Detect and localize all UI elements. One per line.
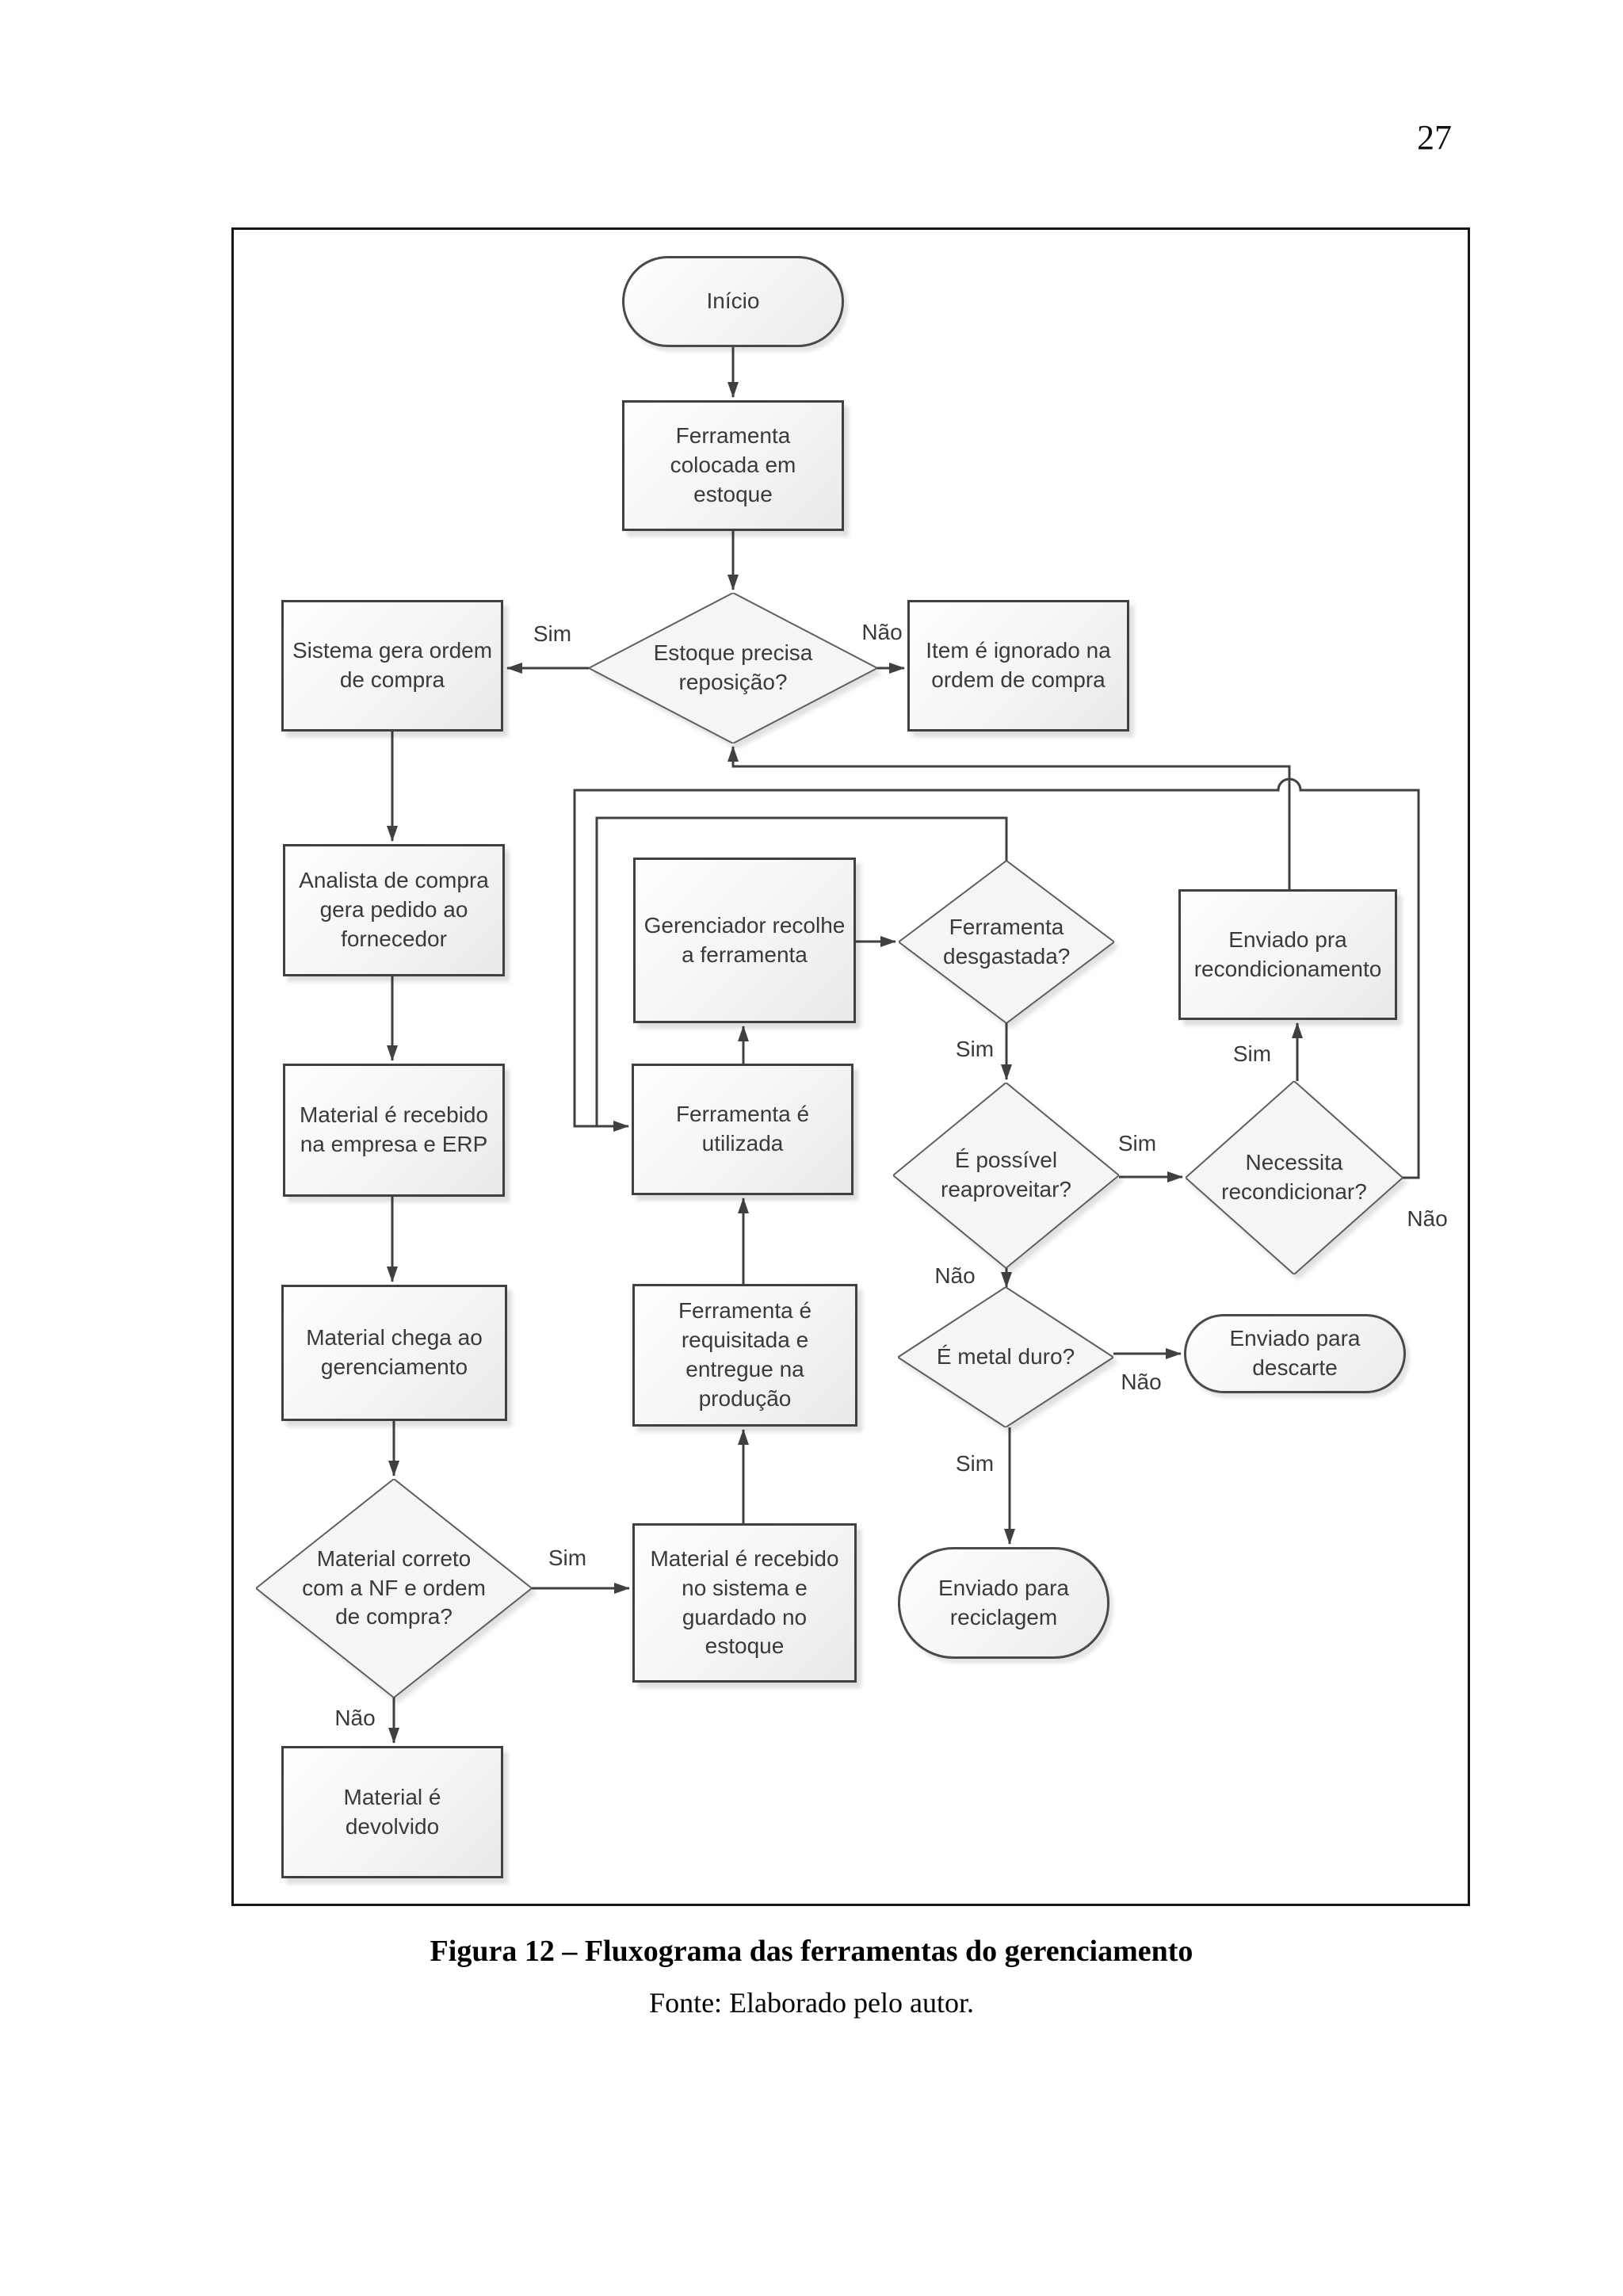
node-ferramenta-colocada-em-estoque: Ferramenta colocada em estoque (622, 400, 844, 531)
node-label: Gerenciador recolhe a ferramenta (643, 912, 846, 967)
node-ferramenta-e-utilizada: Ferramenta é utilizada (632, 1064, 854, 1195)
edge-label-sim-estoque-sistema: Sim (533, 621, 572, 646)
node-label: Enviado pra recondicionamento (1193, 926, 1382, 981)
node-label: Estoque precisa reposição? (653, 640, 813, 694)
edge-label-nao-reaproveitar-metal: Não (934, 1263, 976, 1288)
node-ferramenta-desgastada: Ferramenta desgastada? (899, 861, 1114, 1023)
edge-label-sim-metal-reciclagem: Sim (955, 1451, 995, 1476)
node-label: Ferramenta desgastada? (943, 914, 1071, 968)
node-e-possivel-reaproveitar: É possível reaproveitar? (893, 1083, 1119, 1268)
node-enviado-pra-recondicionamento: Enviado pra recondicionamento (1178, 889, 1397, 1020)
node-material-e-devolvido: Material é devolvido (281, 1746, 503, 1878)
edge-label-nao-estoque-item: Não (861, 620, 903, 644)
node-sistema-gera-ordem-de-compra: Sistema gera ordem de compra (281, 600, 503, 732)
node-label: Material é devolvido (343, 1784, 441, 1839)
node-material-correto-nf-ordem-compra: Material correto com a NF e ordem de com… (256, 1479, 532, 1698)
node-label: Material é recebido na empresa e ERP (299, 1102, 489, 1156)
diamond-shape (899, 861, 1114, 1023)
node-material-recebido-sistema-estoque: Material é recebido no sistema e guardad… (632, 1523, 857, 1683)
node-label: Material é recebido no sistema e guardad… (650, 1545, 839, 1659)
node-inicio-label: Início (706, 288, 760, 314)
node-label: Ferramenta é utilizada (675, 1102, 810, 1156)
diamond-shape (256, 1479, 532, 1698)
diamond-shape (893, 1083, 1119, 1268)
node-label: Material correto com a NF e ordem de com… (302, 1545, 486, 1629)
node-label: Necessita recondicionar? (1221, 1150, 1367, 1204)
node-gerenciador-recolhe-a-ferramenta: Gerenciador recolhe a ferramenta (633, 858, 856, 1023)
node-item-e-ignorado-na-ordem-de-compra: Item é ignorado na ordem de compra (907, 600, 1129, 732)
node-label: É possível reaproveitar? (941, 1148, 1071, 1201)
figure-source: Fonte: Elaborado pelo autor. (649, 1987, 974, 2019)
node-label: Enviado para descarte (1229, 1326, 1361, 1380)
edge-label-sim-reaproveitar-recondicionar: Sim (1117, 1131, 1157, 1156)
node-estoque-precisa-reposicao: Estoque precisa reposição? (589, 593, 877, 743)
node-material-chega-ao-gerenciamento: Material chega ao gerenciamento (281, 1285, 507, 1421)
edge-label-nao-correto-devolvido: Não (334, 1706, 376, 1730)
node-analista-de-compra: Analista de compra gera pedido ao fornec… (283, 844, 505, 976)
edge-label-sim-recondicionar-enviado: Sim (1232, 1041, 1272, 1066)
node-material-recebido-empresa-erp: Material é recebido na empresa e ERP (283, 1064, 505, 1197)
node-enviado-para-descarte: Enviado para descarte (1184, 1314, 1406, 1393)
node-enviado-para-reciclagem: Enviado para reciclagem (898, 1547, 1109, 1659)
node-ferramenta-requisitada-producao: Ferramenta é requisitada e entregue na p… (632, 1284, 857, 1427)
node-label: Sistema gera ordem de compra (292, 638, 493, 692)
page-number: 27 (1417, 118, 1452, 157)
node-label: Enviado para reciclagem (938, 1575, 1069, 1629)
edge-label-nao-metal-descarte: Não (1121, 1370, 1162, 1394)
diamond-shape (1186, 1081, 1403, 1274)
node-label: Material chega ao gerenciamento (306, 1325, 483, 1379)
edge-label-nao-recondicionar-loop: Não (1407, 1206, 1448, 1231)
edge-label-sim-correto-recebido: Sim (548, 1545, 587, 1570)
node-necessita-recondicionar: Necessita recondicionar? (1186, 1081, 1403, 1274)
figure-caption-block: Figura 12 – Fluxograma das ferramentas d… (0, 1934, 1623, 2019)
node-e-metal-duro: É metal duro? (898, 1287, 1113, 1427)
node-inicio: Início (622, 256, 844, 347)
node-label: Analista de compra gera pedido ao fornec… (299, 868, 489, 951)
node-label: É metal duro? (936, 1344, 1075, 1370)
node-label: Ferramenta é requisitada e entregue na p… (678, 1298, 812, 1411)
edge-label-sim-desgastada-reaproveitar: Sim (955, 1037, 995, 1061)
node-label: Item é ignorado na ordem de compra (926, 638, 1111, 692)
figure-caption: Figura 12 – Fluxograma das ferramentas d… (430, 1935, 1193, 1968)
node-label: Ferramenta colocada em estoque (670, 423, 796, 506)
diamond-shape (898, 1287, 1113, 1427)
diamond-shape (589, 593, 877, 743)
